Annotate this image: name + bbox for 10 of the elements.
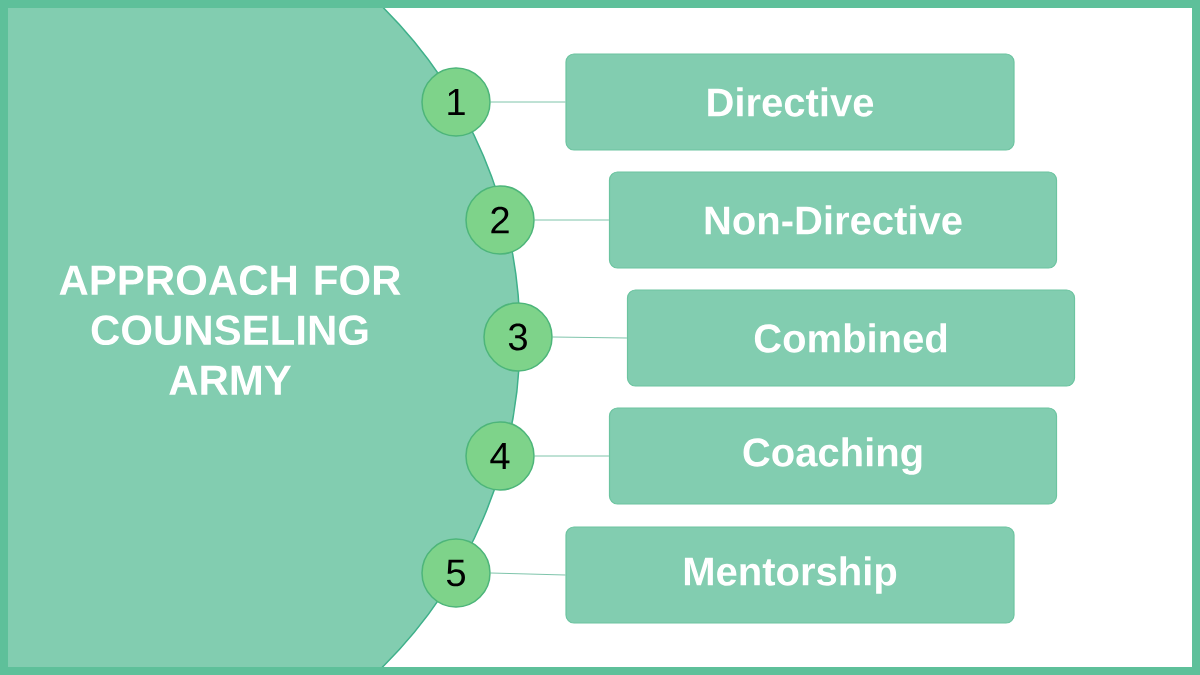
- label-box: Directive: [565, 53, 1015, 151]
- connector-line: [534, 219, 610, 221]
- label-box: Mentorship: [565, 526, 1015, 624]
- connector-line: [490, 572, 566, 576]
- connector-line: [534, 455, 610, 457]
- connector-line: [552, 336, 628, 339]
- label-box: Combined: [626, 289, 1076, 387]
- label-box: Non-Directive: [608, 171, 1058, 269]
- label-box: Coaching: [608, 407, 1058, 505]
- connector-line: [490, 101, 566, 103]
